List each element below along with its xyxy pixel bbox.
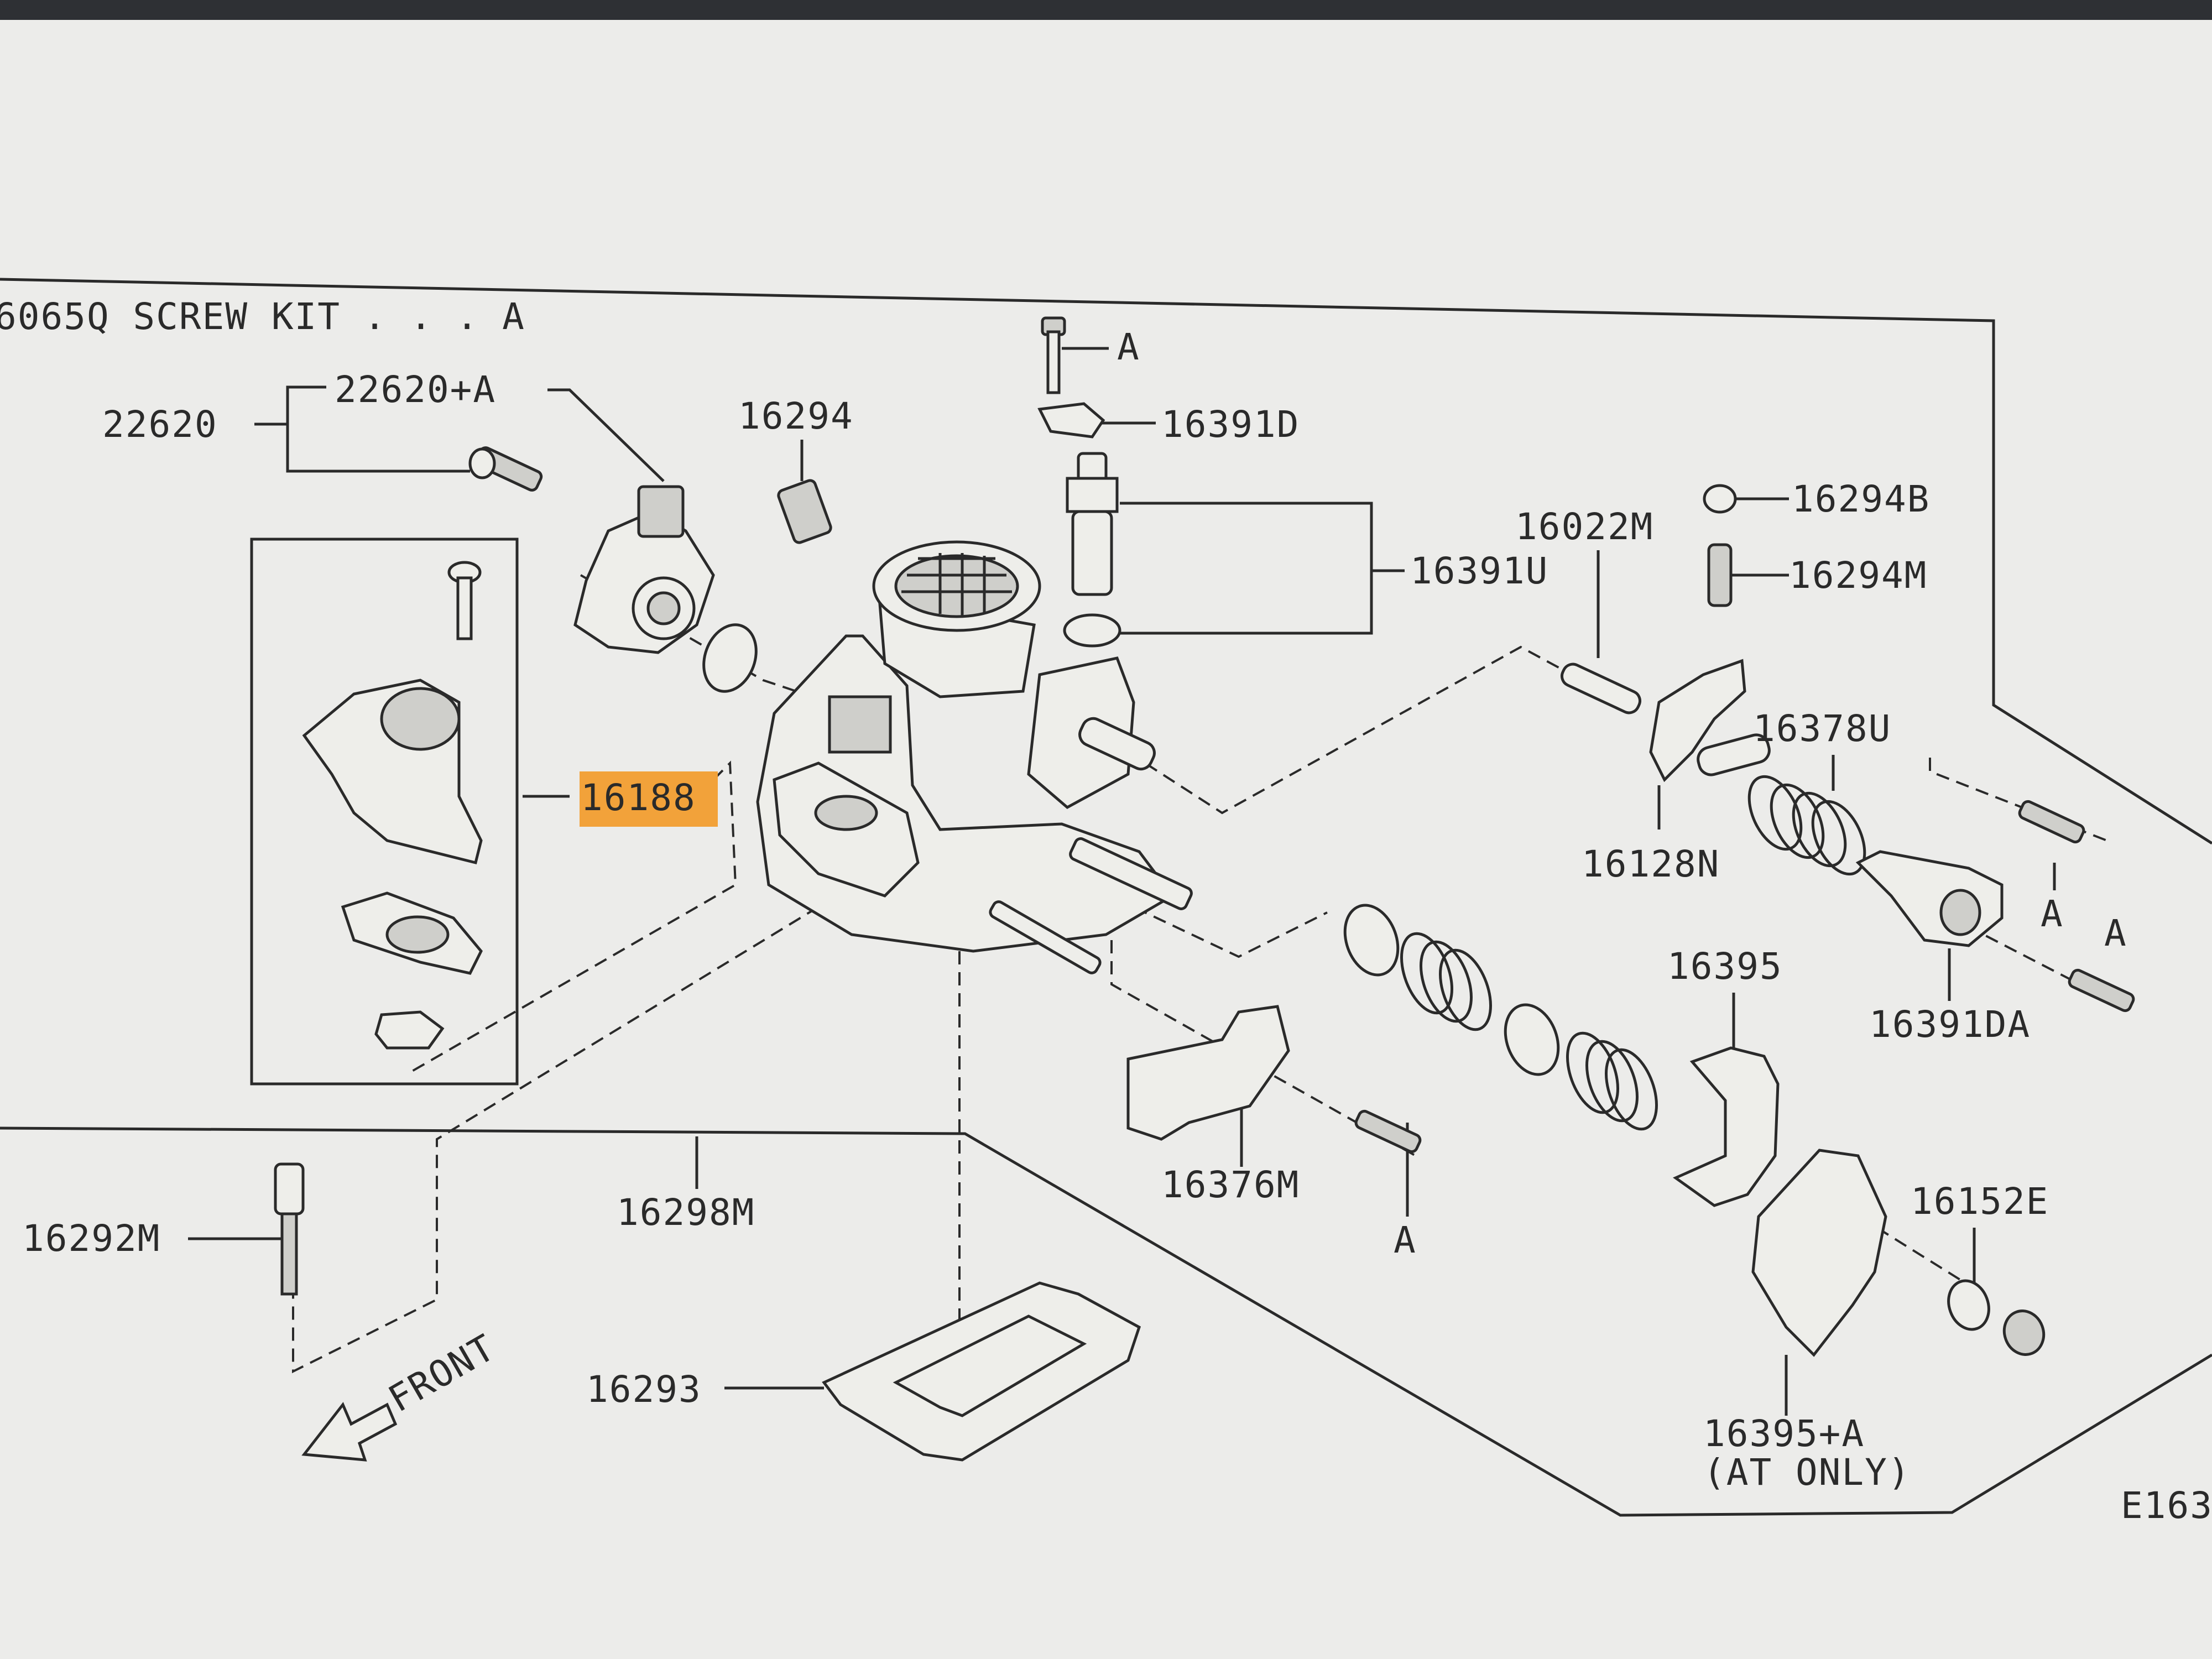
spring-2 [1566,1031,1658,1131]
dash-16292m [292,906,820,1374]
sector-16395 [1672,1046,1780,1207]
spring-1 [1400,932,1493,1031]
screw-a-r2 [2068,968,2135,1013]
nut-16152e [2002,1310,2046,1356]
leader-22620a [547,388,665,482]
screw-kit-header: 6065Q SCREW KIT . . . A [0,295,525,338]
label-16378u[interactable]: 16378U [1753,707,1891,750]
lever-16128n [1649,659,1771,782]
label-16298m[interactable]: 16298M [617,1191,755,1234]
spring-16378u [1747,775,1866,876]
iacv-16188 [302,561,483,1050]
pin-16022m [1560,662,1642,714]
label-16292m[interactable]: 16292M [22,1217,160,1260]
label-16294b[interactable]: 16294B [1792,478,1930,520]
label-a-mid[interactable]: A [1394,1219,1417,1261]
monitor-bezel [0,0,2212,20]
plug-16294 [777,479,832,544]
label-22620a[interactable]: 22620+A [335,368,496,411]
washer-2 [1504,1003,1560,1076]
front-arrow [301,1402,398,1462]
label-16022m[interactable]: 16022M [1515,505,1653,548]
o-ring-sensor [702,623,758,693]
label-16152e[interactable]: 16152E [1911,1180,2049,1223]
label-16391u[interactable]: 16391U [1410,550,1548,592]
label-16128n[interactable]: 16128N [1582,843,1720,885]
dash-16376m [1110,940,1416,1157]
label-16376m[interactable]: 16376M [1161,1164,1300,1206]
lever-16391da [1855,850,2004,947]
screw-22620 [468,446,543,492]
highlight-16188 [580,771,718,827]
screw-a-mid [1354,1109,1422,1154]
diagram-ref-code: E163 [2121,1484,2212,1527]
label-16395a[interactable]: 16395+A [1703,1412,1865,1455]
sensor-22620a [573,485,715,654]
screw-a-top [1041,316,1066,394]
label-at-only: (AT ONLY) [1703,1451,1911,1494]
bolt-16292m [274,1162,305,1296]
cam-16395a [1751,1149,1887,1357]
label-16294[interactable]: 16294 [738,395,854,437]
bracket-16391u [1120,502,1373,635]
gasket-16293 [822,1281,1141,1462]
label-a-r2[interactable]: A [2104,912,2127,954]
label-16395[interactable]: 16395 [1667,945,1783,988]
label-16294m[interactable]: 16294M [1789,554,1927,597]
label-a-top[interactable]: A [1117,326,1140,368]
dash-16022m [1127,645,1588,815]
bracket-16376m [1126,1005,1290,1141]
bracket-22620-b [286,424,470,473]
valve-16391u [1063,452,1121,648]
screw-16294m [1707,543,1733,607]
label-22620[interactable]: 22620 [102,403,218,446]
dash-16391da [1929,758,2107,842]
bracket-16391d [1037,402,1105,439]
label-16293[interactable]: 16293 [586,1368,702,1411]
screw-a-r1 [2018,800,2085,844]
inset-box [250,538,519,1086]
nut-16294b [1703,484,1737,514]
throttle-body [756,540,1193,974]
frame-bottom-border [0,1126,2212,1517]
label-16391d[interactable]: 16391D [1161,403,1300,446]
frame-top-border [0,278,2212,845]
dash-16188 [409,760,737,1074]
washer-1 [1343,904,1400,977]
label-16188[interactable]: 16188 [581,776,696,819]
washer-16152e [1947,1279,1990,1331]
bracket-22620-a [254,385,326,426]
label-a-r1[interactable]: A [2041,893,2064,935]
label-16391da[interactable]: 16391DA [1869,1003,2031,1046]
